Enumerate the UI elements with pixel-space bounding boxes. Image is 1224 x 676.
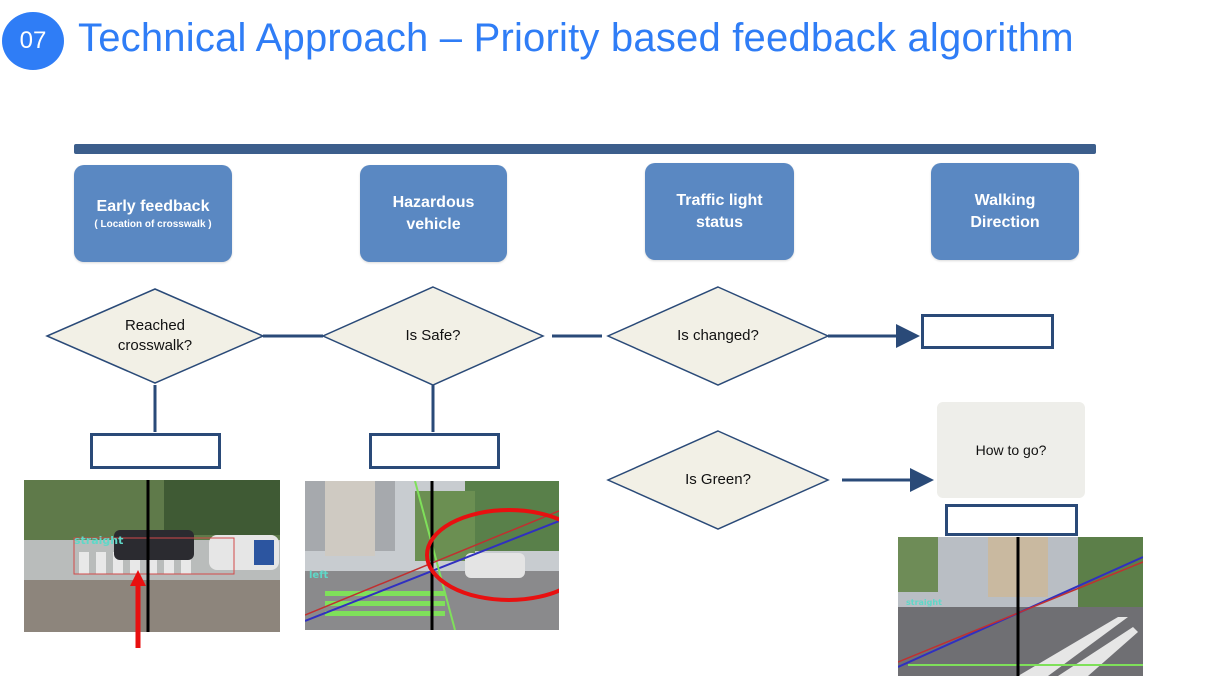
- hazard-photo-art: left: [305, 481, 559, 630]
- decision-green-label: Is Green?: [685, 471, 751, 488]
- priority-arrow-bar: [74, 144, 1096, 154]
- output-box-changed: [921, 314, 1054, 349]
- priority-title: Hazardous vehicle: [392, 193, 475, 233]
- crosswalk-photo-art: straight: [24, 480, 280, 632]
- priority-box-early-feedback: Early feedback ( Location of crosswalk ): [74, 165, 232, 262]
- photo2-direction-label: left: [309, 570, 329, 581]
- walking-direction-photo: straight: [898, 537, 1143, 676]
- output-box-direction: [945, 504, 1078, 536]
- photo1-direction-label: straight: [74, 534, 123, 547]
- priority-title: Early feedback: [96, 197, 210, 215]
- decision-diamond-reached: [45, 288, 265, 384]
- photo3-direction-label: straight: [906, 598, 942, 607]
- priority-box-hazardous-vehicle: Hazardous vehicle: [360, 165, 507, 262]
- walking-direction-photo-art: straight: [898, 537, 1143, 676]
- decision-safe-label: Is Safe?: [405, 327, 461, 344]
- decision-diamond-changed: [606, 286, 830, 386]
- crosswalk-photo: straight: [24, 480, 280, 632]
- badge-number: 07: [19, 27, 47, 54]
- priority-title: Traffic light status: [676, 191, 763, 231]
- output-box-early: [90, 433, 221, 469]
- priority-subtitle: ( Location of crosswalk ): [94, 218, 212, 230]
- priority-box-traffic-light: Traffic light status: [645, 163, 794, 260]
- decision-changed-label: Is changed?: [677, 327, 759, 344]
- decision-reached-label: Reached crosswalk?: [117, 317, 193, 354]
- hazard-photo: left: [305, 481, 559, 630]
- section-number-badge: 07: [2, 12, 64, 70]
- how-to-go-box: How to go?: [937, 402, 1085, 498]
- priority-box-walking-direction: Walking Direction: [931, 163, 1079, 260]
- decision-diamond-safe: [321, 286, 545, 386]
- slide-title: Technical Approach – Priority based feed…: [78, 16, 1074, 60]
- output-box-hazard: [369, 433, 500, 469]
- priority-title: Walking Direction: [970, 191, 1040, 231]
- decision-diamond-green: [606, 430, 830, 530]
